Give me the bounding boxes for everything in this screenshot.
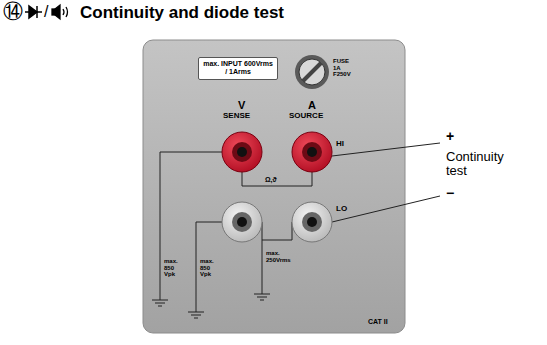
voltage-limit: max. 850 Vpk — [200, 258, 222, 278]
fuse-holder — [295, 55, 329, 89]
fuse-rating: FUSE 1A F250V — [333, 58, 357, 78]
voltage-limit: max. 250Vrms — [266, 250, 296, 263]
function-mark: Ω,ϑ — [265, 176, 277, 184]
category-mark: CAT II — [368, 318, 388, 326]
polarity-sign: + — [446, 129, 454, 144]
terminal-tag: HI — [336, 140, 344, 149]
terminal-name: V — [238, 99, 245, 111]
voltage-limit: max. 850 Vpk — [164, 258, 186, 278]
front-panel — [143, 40, 405, 333]
diagram-title: Continuity and diode test — [80, 4, 284, 23]
rating-label: max. INPUT 600Vrms / 1Arms — [198, 57, 278, 80]
symbol-separator: / — [44, 3, 48, 21]
terminal-name: SENSE — [223, 112, 250, 121]
beeper-symbol — [52, 5, 68, 19]
polarity-sign: − — [446, 186, 454, 201]
red-terminal — [222, 132, 332, 172]
terminal-name: A — [308, 99, 316, 111]
ground-symbol — [152, 294, 270, 318]
callout-number: ⑭ — [3, 0, 23, 22]
grey-terminal — [222, 202, 332, 242]
label-text: max. INPUT 600Vrms / 1Arms — [203, 60, 273, 77]
terminal-name: SOURCE — [289, 112, 323, 121]
diode-symbol — [25, 6, 42, 18]
annotation-text: Continuity test — [446, 150, 518, 179]
terminal-tag: LO — [336, 205, 347, 214]
